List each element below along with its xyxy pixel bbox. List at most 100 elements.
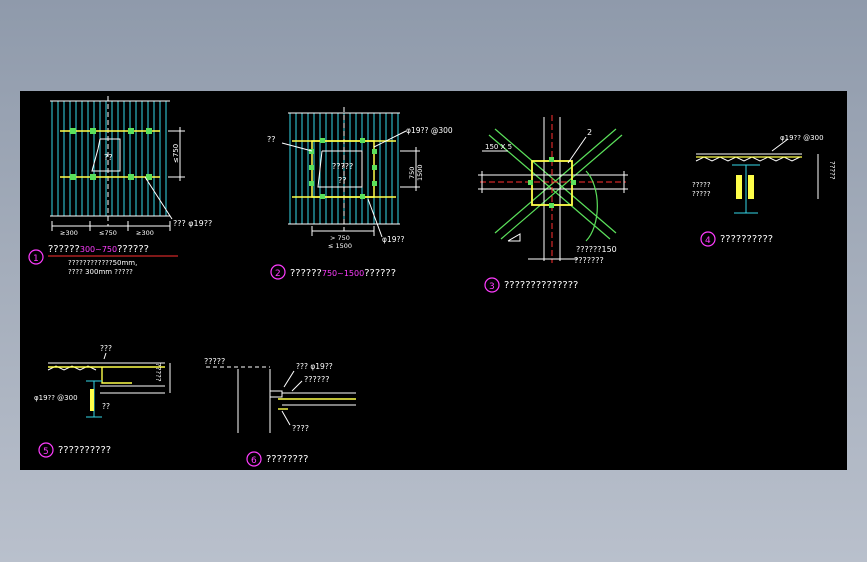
- detail-5-number: 5: [43, 447, 49, 457]
- detail-5-rebar-callout: φ19?? @300: [34, 394, 78, 402]
- detail-1-rebar-callout: ??? φ19??: [173, 219, 212, 228]
- detail-2-caption-range: 750~1500: [322, 269, 364, 278]
- detail-5-number-circle: [38, 442, 54, 458]
- detail-5-slab: [47, 362, 165, 394]
- detail-1-opening: [91, 138, 121, 172]
- detail-2-callout-top-left: ??: [267, 135, 276, 144]
- detail-4-side-label: ?????: [828, 161, 836, 180]
- detail-1-opening-label: ??: [104, 153, 113, 162]
- detail-1-caption-range: 300~750: [80, 245, 117, 254]
- detail-2-opening: [317, 150, 363, 188]
- detail-5-leader-top: [103, 352, 107, 360]
- detail-6-rebar: [278, 398, 356, 410]
- detail-4-note-2: ?????: [692, 190, 711, 198]
- detail-3-bolts: [528, 157, 576, 208]
- detail-3-beam: [478, 174, 628, 190]
- detail-3-number: 3: [489, 282, 495, 292]
- detail-3-number-circle: [484, 277, 500, 293]
- detail-2-opening-label-1: ?????: [332, 162, 353, 171]
- detail-1-bar-marks: [70, 128, 152, 180]
- detail-2-side-dims: [400, 147, 420, 191]
- detail-1-outline: [50, 96, 170, 226]
- detail-4-group: φ19?? @300 ????? ????? ????? 4 ?????????…: [692, 134, 836, 247]
- detail-2-number: 2: [275, 269, 281, 279]
- detail-4-caption: ??????????: [720, 234, 773, 245]
- detail-2-opening-label-2: ??: [338, 176, 347, 185]
- detail-2-dim-side-1: 750: [408, 167, 416, 179]
- detail-5-stiffener: [90, 389, 94, 411]
- detail-6-callout-bottom: ????: [292, 424, 309, 433]
- detail-6-number-circle: [246, 451, 262, 467]
- detail-1-dim-3: ≥300: [136, 229, 154, 237]
- detail-6-callout-top-left: ?????: [204, 357, 225, 366]
- detail-1-rebar: [60, 130, 160, 178]
- detail-6-leader-rebar: [283, 370, 295, 388]
- detail-3-braces: [488, 128, 623, 240]
- detail-6-group: ??? φ19?? ?????? ????? ???? 6 ????????: [204, 357, 356, 467]
- detail-4-note-1: ?????: [692, 181, 711, 189]
- detail-1-note-2: ???? 300mm ?????: [68, 268, 133, 276]
- detail-2-leader-left: [281, 142, 313, 152]
- detail-4-number-circle: [700, 231, 716, 247]
- detail-4-number: 4: [705, 236, 711, 246]
- detail-4-slab: [695, 153, 802, 162]
- detail-6-wall: [206, 366, 283, 433]
- detail-3-callout-bottom: ??????150: [576, 245, 617, 254]
- detail-2-caption-suffix: ??????: [364, 268, 396, 279]
- detail-3-caption: ??????????????: [504, 280, 578, 291]
- detail-3-callout-bottom-2: ???????: [574, 256, 604, 265]
- detail-2-callout-rebar-spacing: φ19?? @300: [406, 126, 453, 135]
- detail-6-callout-mid: ??????: [304, 375, 329, 384]
- detail-1-dim-2: ≤750: [99, 229, 117, 237]
- detail-2-number-circle: [270, 264, 286, 280]
- detail-3-column: [543, 115, 561, 263]
- detail-4-leader: [771, 138, 789, 152]
- detail-5-caption: ??????????: [58, 445, 111, 456]
- detail-5-callout-low: ??: [102, 402, 110, 411]
- detail-1-bottom-dims: [51, 221, 171, 231]
- detail-1-dim-1: ≥300: [60, 229, 78, 237]
- detail-3-circle-detail: [585, 170, 598, 242]
- detail-4-stiffener: [736, 175, 742, 199]
- detail-1-caption-prefix: ??????: [48, 244, 80, 255]
- detail-1-group: ?? ≤750 ≥300 ≤750 ≥300 ??? φ19?? 1 ?????…: [28, 96, 212, 276]
- detail-4-beam: [732, 164, 760, 214]
- detail-4-rebar-callout: φ19?? @300: [780, 134, 824, 142]
- detail-3-number-leader: [567, 136, 587, 164]
- detail-6-leader-bottom: [281, 410, 291, 426]
- detail-2-caption-prefix: ??????: [290, 268, 322, 279]
- detail-2-leader-bottom: [367, 198, 383, 238]
- detail-3-plate-callout: 150 X 5: [485, 143, 512, 151]
- detail-3-number-callout: 2: [587, 128, 592, 137]
- detail-5-callout-top: ???: [100, 344, 112, 353]
- detail-4-stiffener-2: [748, 175, 754, 199]
- detail-2-bar-marks: [309, 138, 377, 199]
- detail-3-group: 150 X 5 2 ??????150 ??????? 3 ??????????…: [478, 115, 628, 293]
- cad-drawing-canvas: ?? ≤750 ≥300 ≤750 ≥300 ??? φ19?? 1 ?????…: [20, 91, 847, 470]
- detail-1-number-circle: [28, 249, 44, 265]
- detail-1-deck-ribs: [51, 101, 167, 216]
- detail-2-dim-bottom-2: ≤ 1500: [328, 242, 352, 250]
- detail-2-dim-bottom-1: > 750: [330, 234, 350, 242]
- detail-6-slab: [282, 392, 356, 406]
- detail-1-number: 1: [33, 254, 39, 264]
- detail-1-side-dim-label: ≤750: [172, 144, 180, 163]
- detail-2-dim-side-2: 1500: [416, 164, 424, 181]
- detail-5-rebar: [48, 366, 165, 384]
- detail-2-bottom-dims: [311, 226, 375, 236]
- detail-5-side-label: ?????: [154, 363, 162, 382]
- detail-drawings: ?? ≤750 ≥300 ≤750 ≥300 ??? φ19?? 1 ?????…: [28, 96, 836, 467]
- detail-6-rebar-callout: ??? φ19??: [296, 362, 333, 371]
- detail-6-caption: ????????: [266, 454, 308, 465]
- detail-6-leader-mid: [291, 380, 303, 392]
- detail-1-leader: [144, 176, 173, 220]
- detail-5-group: ??? φ19?? @300 ?? ????? 5 ??????????: [34, 344, 171, 458]
- detail-6-number: 6: [251, 456, 257, 466]
- detail-2-caption: ??????750~1500??????: [290, 268, 396, 279]
- detail-1-side-dim: [168, 127, 185, 181]
- detail-2-deck-ribs: [289, 113, 399, 224]
- detail-2-outline: [288, 107, 400, 231]
- detail-2-callout-bottom: φ19??: [382, 235, 404, 244]
- detail-1-caption: ??????300~750??????: [48, 244, 149, 255]
- detail-3-markers: [481, 171, 625, 260]
